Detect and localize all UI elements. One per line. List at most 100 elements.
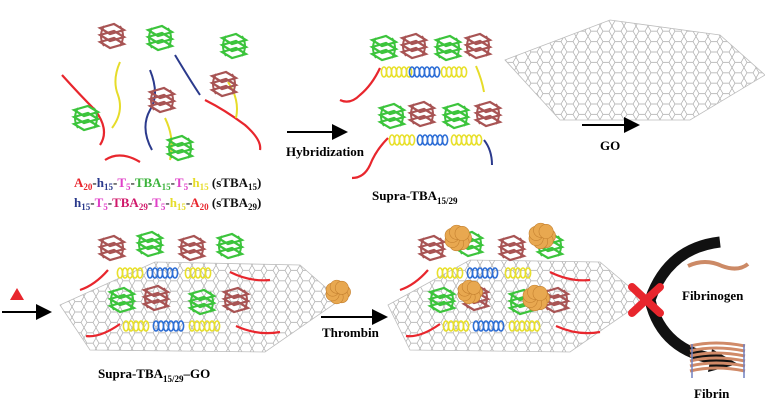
fibrin-icon	[689, 341, 746, 378]
sequence-segment: 15	[200, 182, 210, 192]
sequence-segment: 15	[162, 182, 172, 192]
sequence-segment: -	[130, 175, 134, 190]
duplex-helix	[188, 320, 221, 332]
dna-strand	[229, 271, 271, 282]
triangle-icon	[10, 288, 24, 300]
duplex-helix	[442, 320, 470, 332]
sequence-segment: 20	[83, 182, 93, 192]
thrombin-protein	[325, 279, 351, 305]
sequence-segment: (sTBA	[209, 195, 249, 210]
sequence-segment: A	[190, 195, 200, 210]
thrombin-icon	[325, 279, 351, 305]
sequence-segment: (sTBA	[209, 175, 249, 190]
dna-strand	[483, 139, 493, 166]
dna-strand	[549, 271, 591, 282]
sequence-segment: -	[108, 195, 112, 210]
dna-strand	[144, 69, 156, 151]
dna-strand	[79, 269, 109, 292]
dna-strand	[555, 324, 601, 335]
dna-strand	[405, 323, 441, 338]
sequence-segment: -	[186, 195, 190, 210]
sequence-segment: T	[95, 195, 104, 210]
go-arrow: GO	[582, 117, 640, 153]
sequence-segment: h	[170, 195, 178, 210]
dna-strand	[61, 74, 106, 146]
g-quadruplex-icon	[497, 234, 527, 262]
dna-strand	[85, 323, 121, 338]
sequence-segment: T	[152, 195, 161, 210]
fibrin-label: Fibrin	[694, 386, 730, 401]
duplex-helix	[466, 267, 499, 279]
sequence-legend: A20-h15-T5-TBA15-T5-h15 (sTBA15) h15-T5-…	[74, 175, 261, 212]
dna-strand	[351, 137, 389, 180]
duplex-helix	[416, 134, 449, 146]
g-quadruplex-icon	[399, 32, 429, 60]
g-quadruplex-icon	[147, 86, 177, 114]
g-quadruplex-icon	[417, 234, 447, 262]
graphene-oxide-sheet	[504, 19, 765, 121]
sequence-segment: -	[113, 175, 117, 190]
supra-tba-label: Supra-TBA15/29	[372, 188, 458, 206]
dna-strand	[174, 54, 201, 96]
duplex-helix	[146, 267, 179, 279]
sequence-segment: h	[74, 195, 82, 210]
g-quadruplex-icon	[71, 104, 101, 132]
duplex-helix	[116, 267, 144, 279]
g-quadruplex-icon	[377, 102, 407, 130]
g-quadruplex-icon	[97, 234, 127, 262]
thrombin-protein	[522, 284, 550, 312]
sequence-segment: 15	[248, 182, 258, 192]
fibrinogen-icon	[687, 260, 750, 271]
thrombin-protein	[528, 222, 556, 250]
sequence-segment: 29	[139, 202, 149, 212]
g-quadruplex-icon	[369, 34, 399, 62]
duplex-helix	[450, 134, 483, 146]
thrombin-protein	[444, 224, 472, 252]
thrombin-label: Thrombin	[322, 325, 380, 340]
duplex-helix	[436, 267, 464, 279]
sequence-segment: -	[148, 195, 152, 210]
thrombin-protein	[457, 279, 483, 305]
g-quadruplex-icon	[219, 32, 249, 60]
sequence-segment: 15	[177, 202, 187, 212]
sequence-stba29: h15-T5-TBA29-T5-h15-A20 (sTBA29)	[74, 195, 261, 212]
sequence-segment: 5	[103, 202, 108, 212]
cross-icon	[628, 283, 664, 317]
g-quadruplex-icon	[473, 100, 503, 128]
dna-strand	[104, 154, 141, 163]
g-quadruplex-icon	[221, 286, 251, 314]
g-quadruplex-icon	[177, 234, 207, 262]
sequence-segment: -	[92, 175, 96, 190]
thrombin-reagent: Thrombin	[321, 279, 388, 340]
g-quadruplex-icon	[407, 100, 437, 128]
duplex-helix	[380, 66, 413, 78]
sequence-segment: h	[97, 175, 105, 190]
sequence-segment: T	[117, 175, 126, 190]
duplex-helix	[122, 320, 150, 332]
g-quadruplex-icon	[165, 134, 195, 162]
g-quadruplex-icon	[107, 286, 137, 314]
sequence-segment: -	[171, 175, 175, 190]
dna-strand	[399, 269, 429, 292]
g-quadruplex-icon	[187, 288, 217, 316]
sequence-stba15: A20-h15-T5-TBA15-T5-h15 (sTBA15)	[74, 175, 261, 192]
sequence-segment: 5	[126, 182, 131, 192]
g-quadruplex-icon	[215, 232, 245, 260]
duplex-helix	[440, 66, 468, 78]
go-label: GO	[600, 138, 620, 153]
sequence-segment: h	[192, 175, 200, 190]
g-quadruplex-icon	[97, 22, 127, 50]
heat-input-arrow	[2, 288, 52, 320]
sequence-segment: 15	[104, 182, 114, 192]
inhibition-panel: Fibrinogen Fibrin	[628, 236, 750, 401]
hybridization-arrow: Hybridization	[286, 124, 365, 159]
fibrinogen-label: Fibrinogen	[682, 288, 744, 303]
complex-on-go-group	[59, 230, 341, 353]
curved-arrowhead	[708, 349, 738, 372]
duplex-helix	[152, 320, 185, 332]
complex-label: Supra-TBA15/29–GO	[98, 366, 210, 384]
sequence-segment: 5	[161, 202, 166, 212]
sequence-segment: -	[90, 195, 94, 210]
duplex-helix	[504, 267, 532, 279]
